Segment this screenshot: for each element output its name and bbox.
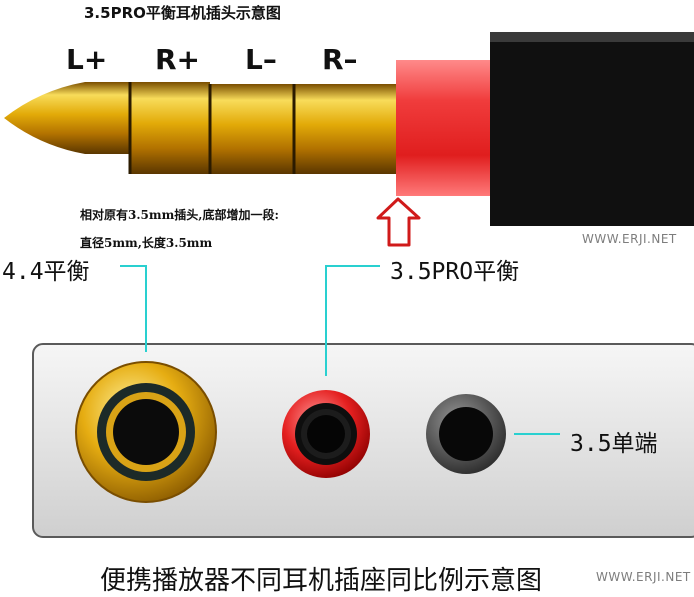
callout-line-35pro [325, 265, 380, 376]
note-line-1: 相对原有3.5mm插头,底部增加一段: [80, 208, 279, 222]
plug-label-l-minus: L– [245, 43, 277, 76]
jack-44-balanced [75, 361, 217, 503]
plug-segment-2 [210, 84, 294, 174]
plug-body [490, 32, 694, 226]
plug-label-r-plus: R+ [155, 43, 201, 76]
page-title: 3.5PRO平衡耳机插头示意图 [84, 4, 281, 22]
plug-label-r-minus: R– [322, 43, 358, 76]
note-line-2: 直径5mm,长度3.5mm [80, 236, 213, 250]
diagram-caption: 便携播放器不同耳机插座同比例示意图 [100, 566, 543, 596]
plug-segment-3 [294, 84, 396, 174]
callout-line-44 [120, 265, 147, 352]
callout-label-35single: 3.5单端 [570, 431, 658, 457]
arrow-up-icon [376, 197, 421, 247]
plug-tip [4, 82, 130, 154]
callout-label-35pro: 3.5PRO平衡 [390, 259, 520, 285]
callout-lines [120, 265, 560, 435]
watermark-bottom: WWW.ERJI.NET [596, 570, 691, 584]
jack-35-single [426, 394, 506, 474]
plug-segment-1 [130, 82, 210, 174]
plug-insulator-rings [128, 82, 296, 174]
plug-red-segment [396, 60, 490, 196]
plug-label-l-plus: L+ [66, 43, 108, 76]
callout-label-44: 4.4平衡 [2, 259, 90, 285]
jack-35-pro [282, 390, 370, 478]
watermark-top: WWW.ERJI.NET [582, 232, 677, 246]
plug-body-highlight [490, 32, 694, 42]
